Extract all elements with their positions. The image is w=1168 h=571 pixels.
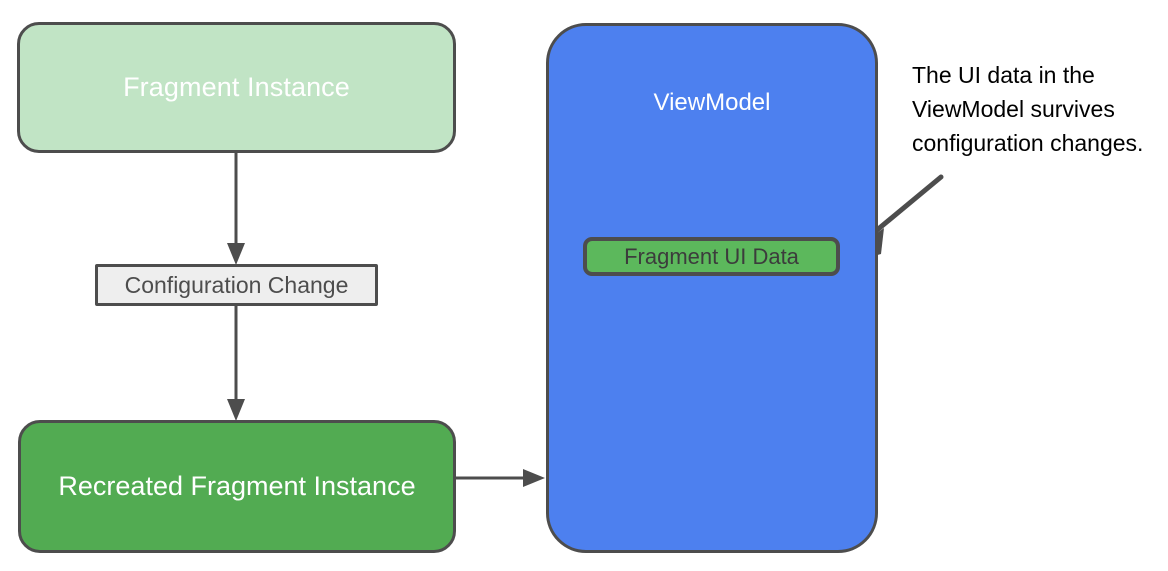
node-fragment-ui-data-label: Fragment UI Data [624,243,799,269]
node-fragment-ui-data[interactable]: Fragment UI Data [583,237,840,276]
annotation-text: The UI data in the ViewModel survives co… [912,62,1144,156]
node-fragment-instance-label: Fragment Instance [123,72,350,102]
node-configuration-change-label: Configuration Change [124,271,349,298]
node-configuration-change[interactable]: Configuration Change [95,264,378,306]
arrow-fragment-instance-to-configuration-change [227,153,245,265]
node-fragment-instance[interactable]: Fragment Instance [17,22,456,153]
node-recreated-fragment-instance-label: Recreated Fragment Instance [58,471,416,501]
node-recreated-fragment-instance[interactable]: Recreated Fragment Instance [18,420,456,553]
node-viewmodel[interactable]: ViewModel [546,23,878,553]
arrow-recreated-fragment-instance-to-viewmodel [456,469,545,487]
arrow-configuration-change-to-recreated-fragment-instance [227,306,245,421]
node-viewmodel-label: ViewModel [653,89,771,116]
